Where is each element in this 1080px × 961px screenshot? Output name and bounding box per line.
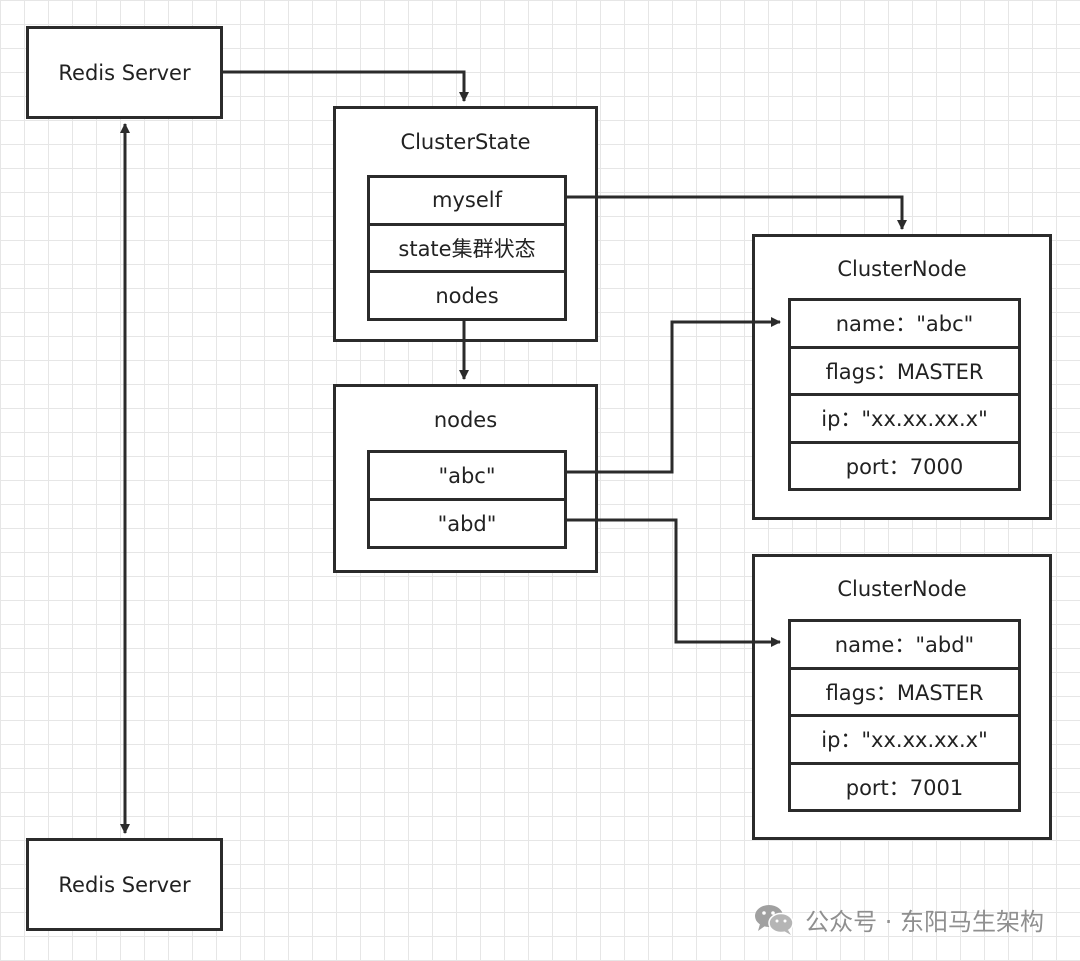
arrow-abc-to-clusternode-1 bbox=[564, 317, 781, 474]
cluster-node-2-flags: flags：MASTER bbox=[791, 666, 1018, 715]
cluster-state-field-nodes: nodes bbox=[370, 270, 564, 318]
cluster-state-field-state: state集群状态 bbox=[370, 222, 564, 271]
cluster-node-1-fields: name："abc" flags：MASTER ip："xx.xx.xx.x" … bbox=[788, 298, 1021, 491]
cluster-node-2-box: ClusterNode name："abd" flags：MASTER ip："… bbox=[752, 554, 1052, 840]
cluster-node-2-port: port：7001 bbox=[791, 761, 1018, 810]
cluster-node-2-ip: ip："xx.xx.xx.x" bbox=[791, 714, 1018, 762]
cluster-node-1-ip: ip："xx.xx.xx.x" bbox=[791, 393, 1018, 441]
nodes-dict-keys: "abc" "abd" bbox=[367, 450, 567, 549]
nodes-dict-key-abd: "abd" bbox=[370, 498, 564, 546]
redis-server-bottom: Redis Server bbox=[26, 838, 223, 931]
cluster-node-2-fields: name："abd" flags：MASTER ip："xx.xx.xx.x" … bbox=[788, 619, 1021, 812]
watermark: 公众号 · 东阳马生架构 bbox=[753, 897, 1044, 941]
cluster-state-box: ClusterState myself state集群状态 nodes bbox=[333, 106, 598, 342]
cluster-node-1-title: ClusterNode bbox=[837, 257, 967, 281]
redis-server-bottom-label: Redis Server bbox=[58, 872, 191, 897]
cluster-node-1-box: ClusterNode name："abc" flags：MASTER ip："… bbox=[752, 234, 1052, 520]
cluster-node-1-port: port：7000 bbox=[791, 440, 1018, 489]
cluster-state-fields: myself state集群状态 nodes bbox=[367, 175, 567, 321]
cluster-state-field-myself: myself bbox=[432, 188, 502, 213]
cluster-node-1-flags: flags：MASTER bbox=[791, 345, 1018, 394]
arrow-server-to-clusterstate bbox=[223, 70, 469, 102]
redis-server-top: Redis Server bbox=[26, 26, 223, 119]
cluster-state-title: ClusterState bbox=[400, 130, 531, 154]
wechat-icon bbox=[755, 905, 794, 935]
cluster-node-2-name: name："abd" bbox=[834, 633, 975, 658]
nodes-dict-title: nodes bbox=[433, 408, 498, 432]
nodes-dict-key-abc: "abc" bbox=[438, 463, 496, 488]
redis-server-top-label: Redis Server bbox=[58, 60, 191, 85]
watermark-text: 公众号 · 东阳马生架构 bbox=[805, 907, 1044, 936]
arrow-myself-to-clusternode bbox=[564, 195, 907, 230]
cluster-node-2-title: ClusterNode bbox=[837, 577, 967, 601]
arrow-abd-to-clusternode-2 bbox=[564, 518, 781, 647]
cluster-node-1-name: name："abc" bbox=[835, 312, 974, 337]
nodes-dict-box: nodes "abc" "abd" bbox=[333, 384, 598, 573]
